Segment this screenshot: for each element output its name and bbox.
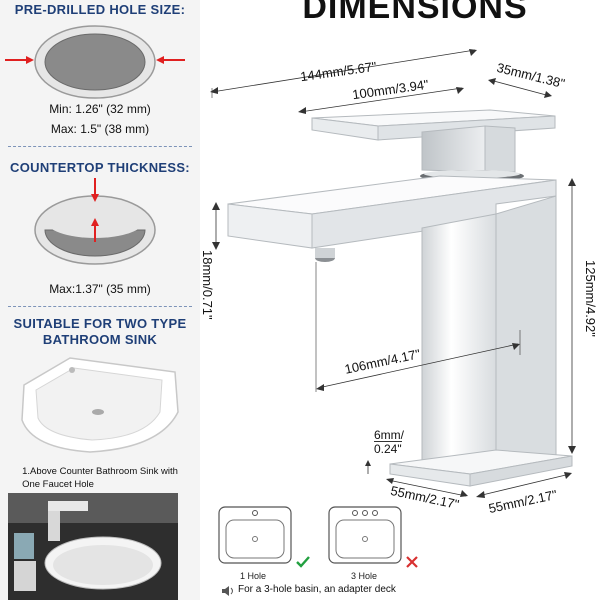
dim-base-thickness-1: 6mm/ [374,428,404,442]
page-title: DIMENSIONS [302,0,528,26]
adapter-note: For a 3-hole basin, an adapter deck [238,584,396,595]
countertop-title: COUNTERTOP THICKNESS: [10,160,190,175]
dim-spout-height: 18mm/0.71" [200,250,215,320]
sink1-caption-1: 1.Above Counter Bathroom Sink with [22,466,178,477]
left-info-panel: PRE-DRILLED HOLE SIZE: Min: 1.26" (32 mm… [0,0,200,600]
divider [8,146,192,147]
one-hole-basin-icon [218,506,292,564]
hole-size-illustration [5,25,185,99]
faucet-diagram [210,49,576,498]
hole-size-max: Max: 1.5" (38 mm) [50,122,150,136]
hole-size-min: Min: 1.26" (32 mm) [49,102,151,116]
divider [8,306,192,307]
sink1-caption-2: One Faucet Hole [22,479,94,490]
sink-types-title-2: BATHROOM SINK [42,332,158,347]
countertop-illustration [34,178,156,265]
hole-size-title: PRE-DRILLED HOLE SIZE: [14,2,186,17]
check-icon [296,556,310,568]
speaker-icon [222,586,233,596]
sink-types-title-1: SUITABLE FOR TWO TYPE [13,316,187,331]
undermount-sink-image [8,493,178,600]
cross-icon [406,556,418,568]
dim-total-height: 125mm/4.92" [583,260,598,337]
three-hole-basin-icon [328,506,402,564]
countertop-max: Max:1.37" (35 mm) [49,282,151,296]
three-hole-label: 3 Hole [351,571,378,581]
vessel-sink-image [21,357,179,453]
dim-base-thickness-2: 0.24" [374,441,402,456]
one-hole-label: 1 Hole [240,571,267,581]
